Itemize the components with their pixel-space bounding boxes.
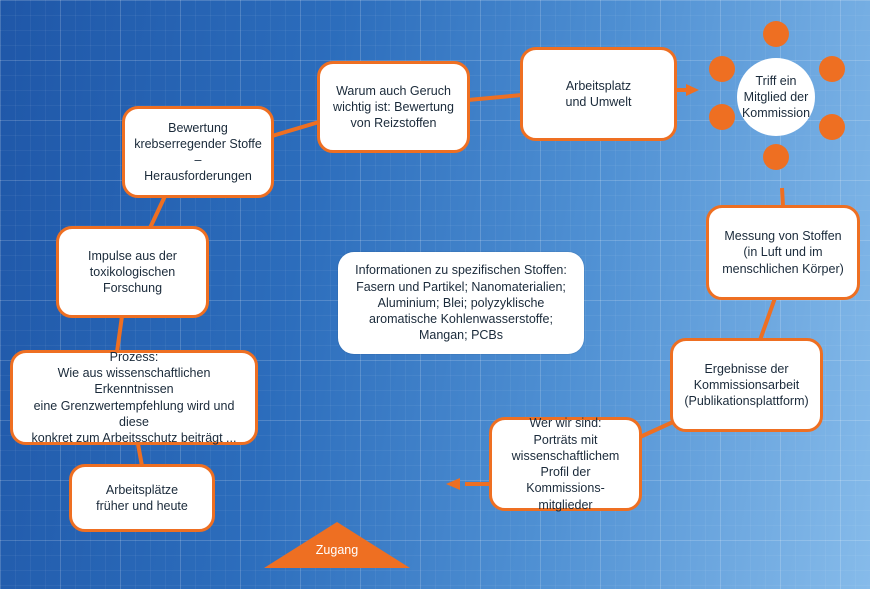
node-bewertung-krebs[interactable]: Bewertung krebserregender Stoffe – Herau… [122,106,274,198]
node-prozess[interactable]: Prozess: Wie aus wissenschaftlichen Erke… [10,350,258,445]
connector-prozess-arbeitsplaetze [136,443,144,467]
hub-petal-top-left [709,56,735,82]
hub-kommission[interactable]: Triff ein Mitglied der Kommission [737,58,815,136]
connector-impulse-prozess [115,315,124,353]
node-impulse[interactable]: Impulse aus der toxikologischen Forschun… [56,226,209,318]
connector-bewertung-impulse [148,195,167,229]
hub-petal-top-right [819,56,845,82]
zugang-label: Zugang [315,543,359,557]
connector-geruch-arbeitsplatz [467,93,523,102]
info-box-spezifische-stoffe: Informationen zu spezifischen Stoffen: F… [338,252,584,354]
hub-petal-bottom-left [709,104,735,130]
hub-petal-top [763,21,789,47]
node-wer-wir-sind[interactable]: Wer wir sind: Porträts mit wissenschaftl… [489,416,642,512]
connector-ergebnisse-wer [639,420,674,439]
connector-messung-ergebnisse [758,297,777,341]
node-messung[interactable]: Messung von Stoffen (in Luft und im mens… [706,205,860,300]
node-arbeitsplaetze[interactable]: Arbeitsplätze früher und heute [69,464,215,532]
node-arbeitsplatz-umwelt[interactable]: Arbeitsplatz und Umwelt [520,47,677,141]
hub-petal-bottom [763,144,789,170]
hub-petal-bottom-right [819,114,845,140]
zugang-button[interactable]: Zugang [262,520,412,570]
connector-bewertung-geruch [271,120,320,138]
arrow-head-right-icon [686,84,699,96]
node-ergebnisse[interactable]: Ergebnisse der Kommissionsarbeit (Publik… [670,338,823,432]
node-geruch[interactable]: Warum auch Geruch wichtig ist: Bewertung… [317,61,470,153]
zugang-triangle-icon [264,522,410,568]
connector-hub-messung [780,187,785,208]
arrow-head-left-icon [446,478,460,490]
